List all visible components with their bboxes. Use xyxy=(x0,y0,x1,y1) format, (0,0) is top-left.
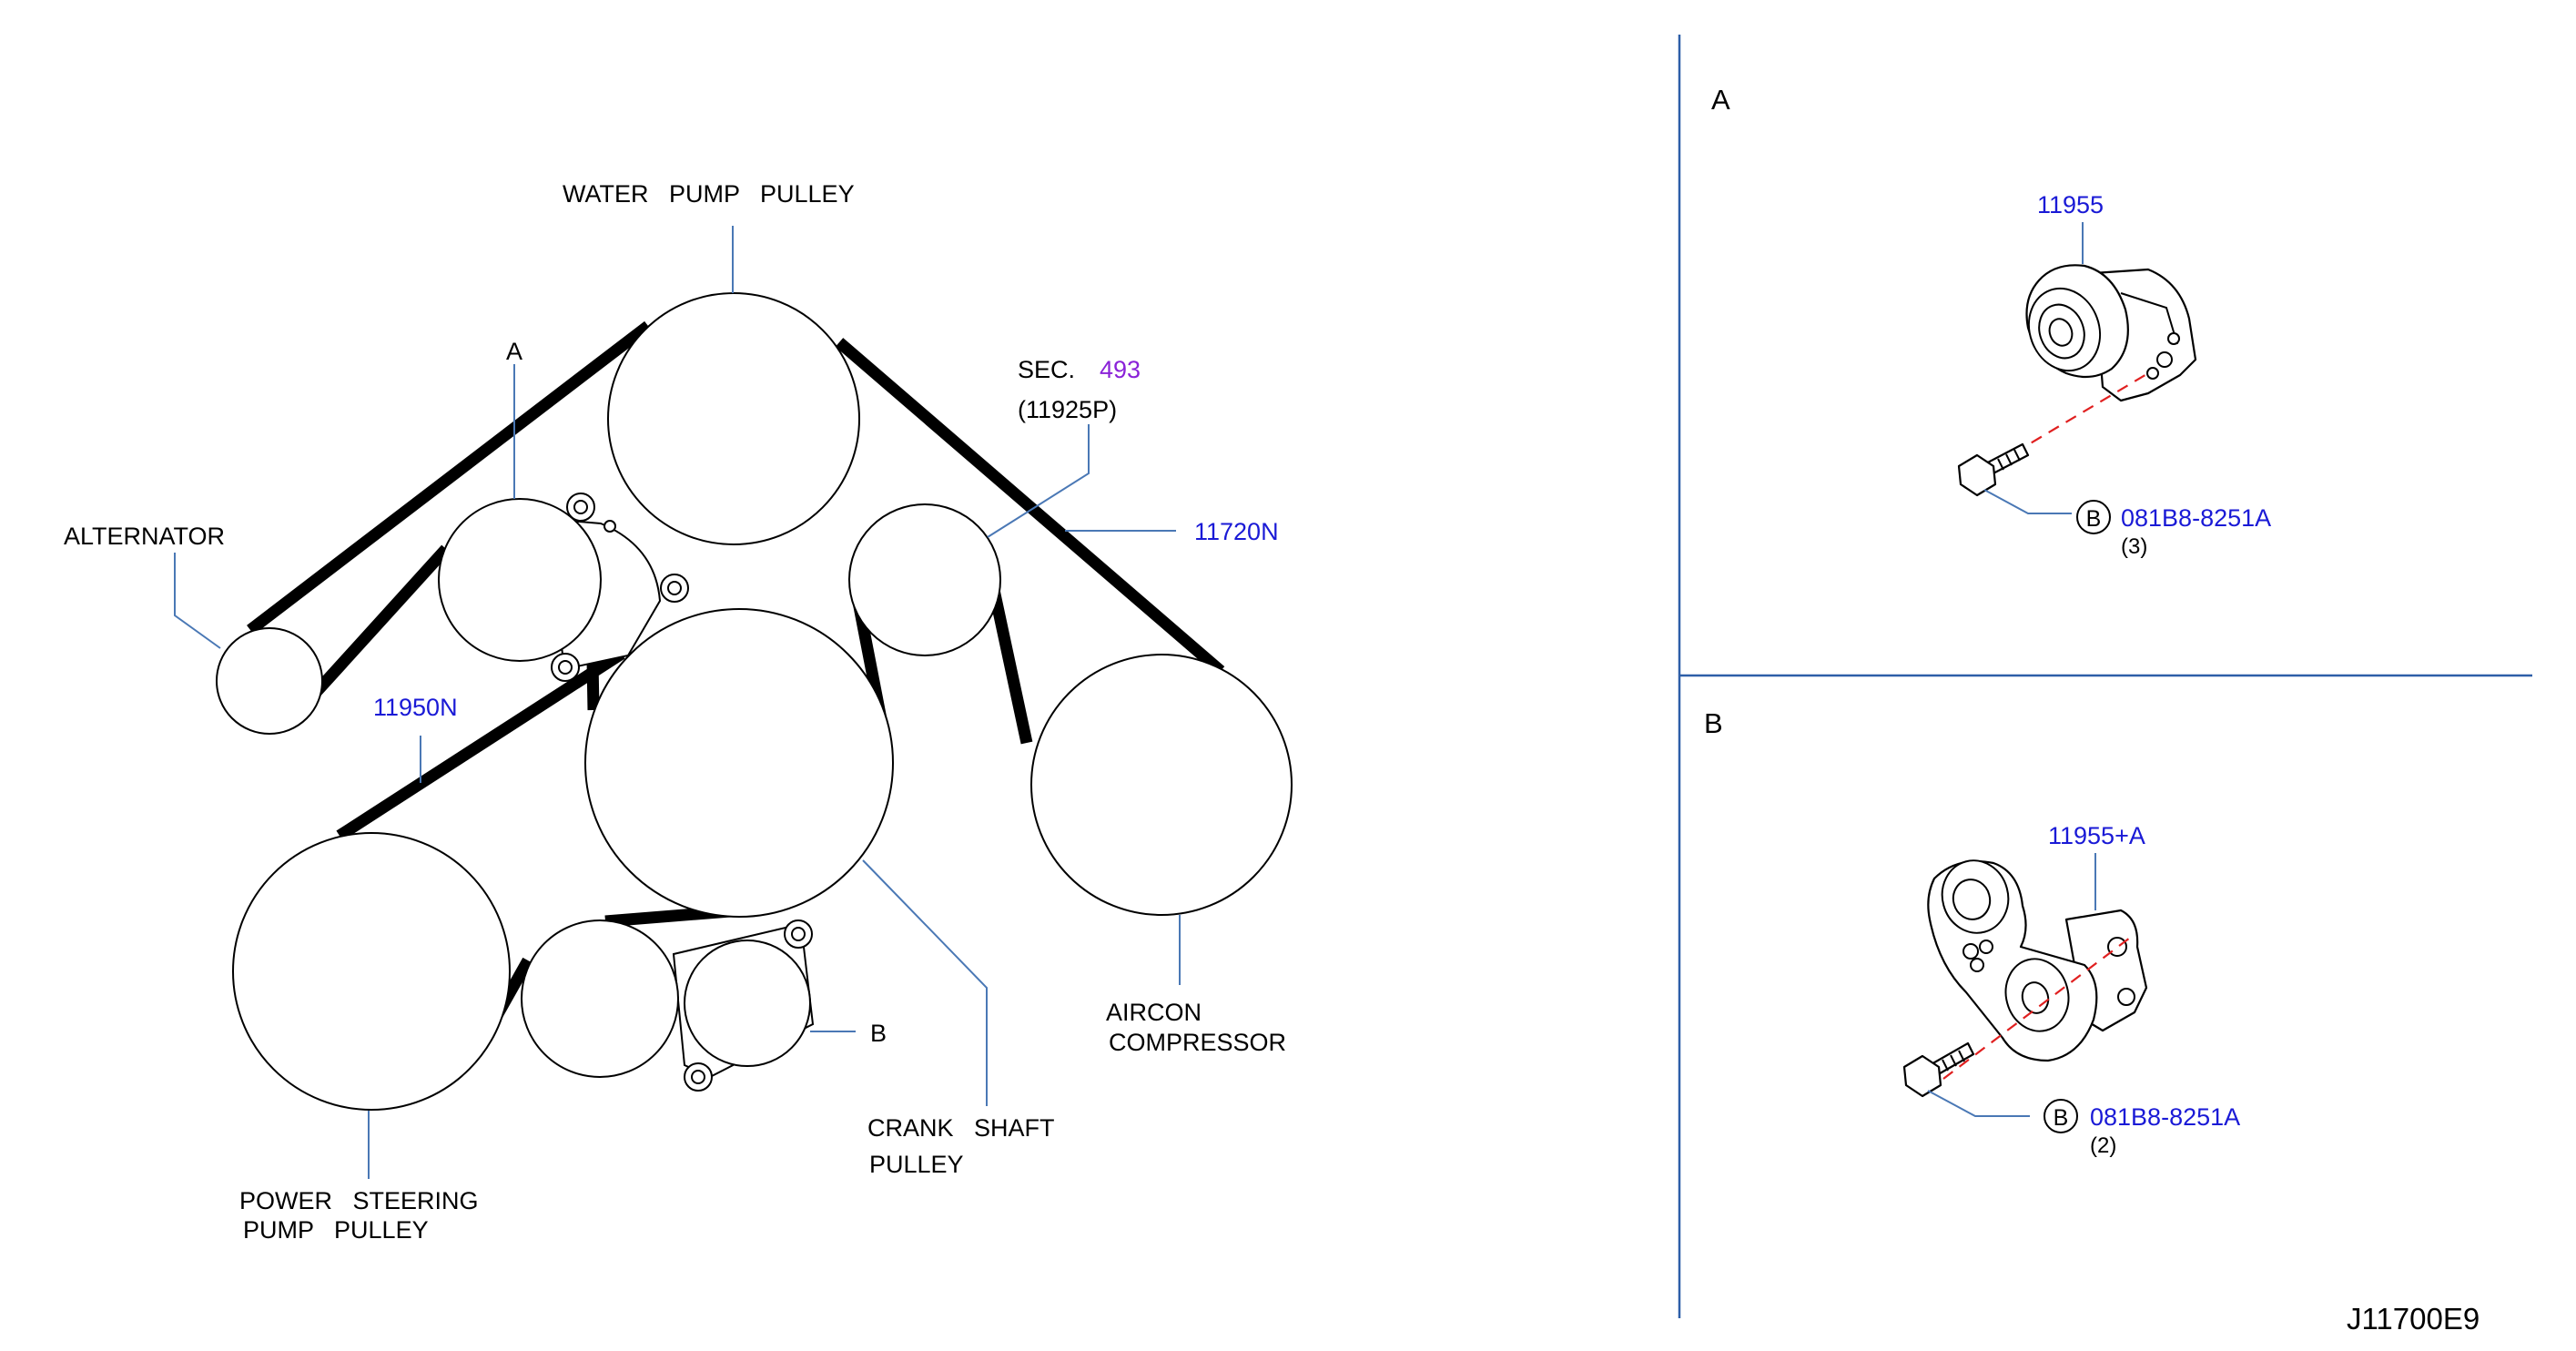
part-number-11720n[interactable]: 11720N xyxy=(1194,518,1279,545)
tensioner-b-mount-top-hole xyxy=(791,927,806,941)
detail-a-panel: A 11955 B 081B8-8251A (3) xyxy=(1711,84,2271,559)
bolt-b-thread xyxy=(1942,1050,1965,1072)
tensioner-a-mount-top-hole xyxy=(573,500,588,514)
detail-a-title: A xyxy=(1711,84,1730,116)
bolt-a-qty: (3) xyxy=(2121,534,2147,559)
tensioner-a-pivot xyxy=(603,520,616,533)
tensioner-b-arm-hole-1 xyxy=(1962,943,1979,960)
bolt-a-marker-letter: B xyxy=(2086,506,2102,532)
leader-bolt-a xyxy=(1983,489,2072,514)
tensioner-a-mount-right-hole xyxy=(667,581,682,595)
detail-b-title: B xyxy=(1704,707,1723,739)
part-number-11955[interactable]: 11955 xyxy=(2037,191,2104,218)
label-crank-line1: CRANK SHAFT xyxy=(867,1114,1055,1142)
belt-segment-crank-powersteering xyxy=(336,648,625,841)
leader-alternator xyxy=(174,553,221,649)
tensioner-a-arm-hole-3 xyxy=(2146,367,2159,380)
label-ref-b: B xyxy=(870,1020,887,1047)
leader-bolt-b xyxy=(1927,1090,2030,1117)
bolt-a-head xyxy=(1957,453,1997,497)
tensioner-a-mount-bottom-hole xyxy=(558,660,573,675)
water-pump-pulley xyxy=(607,292,860,545)
idler-pulley-upper-right xyxy=(848,503,1001,656)
part-number-11955-a[interactable]: 11955+A xyxy=(2048,822,2145,849)
bolt-a-thread xyxy=(1997,449,2021,471)
belt-layout xyxy=(216,292,1293,1111)
label-water-pump-pulley: WATER PUMP PULLEY xyxy=(563,180,855,208)
diagram-code: J11700E9 xyxy=(2347,1302,2480,1336)
label-sec-prefix: SEC. xyxy=(1018,356,1075,383)
power-steering-pump-pulley xyxy=(232,832,511,1111)
belt-segment-tensioner-aircon xyxy=(988,588,1033,745)
detail-b-panel: B 11955+A B 081B8-8251A (2) xyxy=(1704,707,2240,1158)
part-number-bolt-a[interactable]: 081B8-8251A xyxy=(2121,504,2271,532)
tensioner-a-pulley-bolt xyxy=(2048,318,2074,347)
label-sec-number[interactable]: 493 xyxy=(1100,356,1141,383)
part-number-11950n[interactable]: 11950N xyxy=(373,694,458,721)
bolt-a-marker-circle xyxy=(2076,500,2111,534)
label-power-steering-line2: PUMP PULLEY xyxy=(243,1216,429,1244)
label-ref-a: A xyxy=(506,338,522,365)
leader-crank xyxy=(862,859,988,1106)
part-number-bolt-b[interactable]: 081B8-8251A xyxy=(2090,1103,2240,1131)
tensioner-b-arm-hole-2 xyxy=(1979,940,1993,954)
main-leader-lines xyxy=(174,226,1181,1179)
tensioner-b-mount-bottom-hole xyxy=(691,1070,705,1084)
idler-pulley-b xyxy=(684,940,811,1067)
belt-segment-alternator-idler xyxy=(308,544,451,701)
tensioner-b-rear-hole-2 xyxy=(2117,988,2135,1006)
bolt-b-qty: (2) xyxy=(2090,1133,2116,1158)
tensioner-a-arm-hole-1 xyxy=(2156,351,2173,368)
bolt-b-head xyxy=(1902,1054,1942,1098)
belt-segment-waterpump-aircon xyxy=(835,338,1225,676)
idler-pulley-lower xyxy=(521,919,679,1078)
tensioner-a-arm-hole-2 xyxy=(2167,332,2180,345)
label-alternator: ALTERNATOR xyxy=(64,523,225,550)
idler-pulley-a xyxy=(438,498,602,662)
label-aircon-line2: COMPRESSOR xyxy=(1109,1029,1286,1056)
bolt-a-illustration xyxy=(1957,442,2030,497)
belt-segment-alternator-waterpump xyxy=(247,320,652,635)
alternator-pulley xyxy=(216,627,323,735)
aircon-compressor-pulley xyxy=(1030,654,1293,916)
crank-shaft-pulley xyxy=(584,608,894,918)
label-sec-part: (11925P) xyxy=(1018,396,1117,423)
bolt-b-marker-letter: B xyxy=(2054,1105,2069,1131)
tensioner-b-illustration xyxy=(1927,859,2148,1062)
bolt-b-illustration xyxy=(1902,1041,1975,1098)
label-power-steering-line1: POWER STEERING xyxy=(239,1187,479,1214)
tensioner-a-arm-edge xyxy=(2120,292,2178,345)
label-aircon-line1: AIRCON xyxy=(1106,999,1202,1026)
leader-sec-493 xyxy=(987,424,1090,538)
main-labels: WATER PUMP PULLEY A SEC. 493 (11925P) 11… xyxy=(64,180,1286,1244)
panel-dividers xyxy=(1678,35,2532,1318)
bolt-b-marker-circle xyxy=(2044,1099,2078,1133)
tensioner-a-illustration xyxy=(2025,264,2197,402)
tensioner-b-arm-hole-3 xyxy=(1970,958,1984,972)
tensioner-b-pulley-hub xyxy=(1952,879,1992,920)
label-crank-line2: PULLEY xyxy=(869,1151,964,1178)
detail-a-centerline xyxy=(1979,372,2149,474)
